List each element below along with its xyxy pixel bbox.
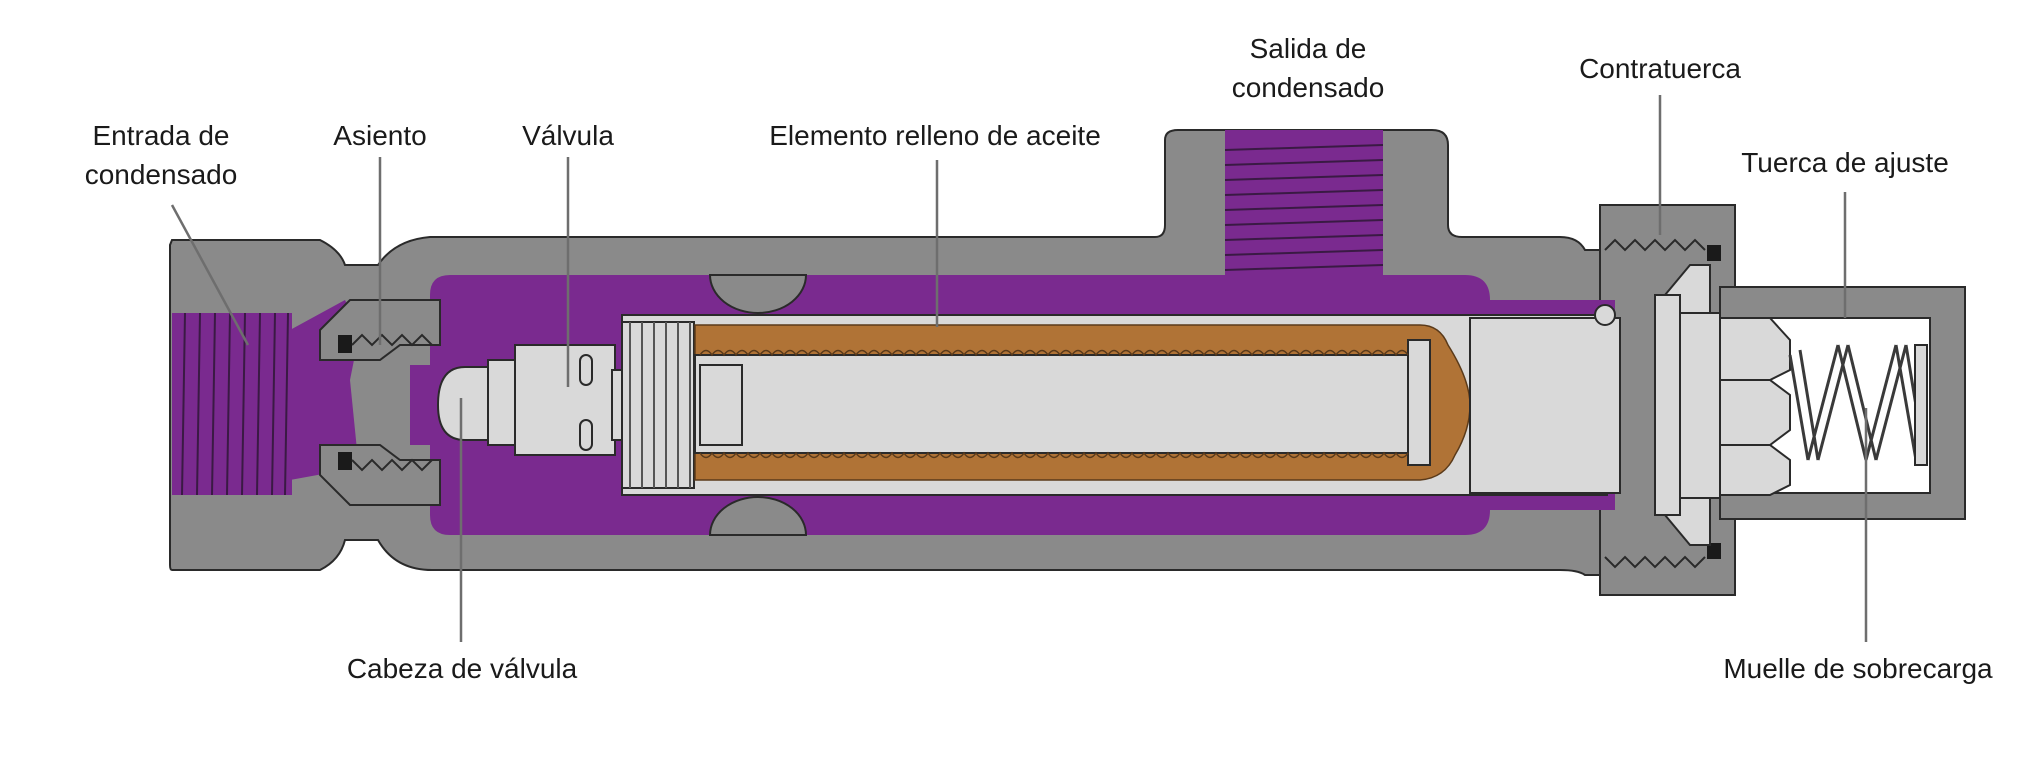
valve-assembly bbox=[436, 344, 625, 456]
leader-entrada bbox=[170, 204, 250, 346]
label-entrada-line1: Entrada de bbox=[93, 120, 230, 151]
adjusting-nut-detail bbox=[1719, 317, 1931, 496]
label-tuerca: Tuerca de ajuste bbox=[1741, 147, 1949, 178]
label-asiento: Asiento bbox=[333, 120, 426, 151]
label-cabeza: Cabeza de válvula bbox=[347, 653, 578, 684]
chamber-boss-top bbox=[708, 274, 808, 314]
valve-body bbox=[514, 344, 616, 456]
inlet-threads bbox=[181, 312, 289, 496]
bellows-bottom bbox=[699, 451, 1409, 459]
overload-spring bbox=[1788, 344, 1927, 461]
label-elemento: Elemento relleno de aceite bbox=[769, 120, 1101, 151]
piston-rod bbox=[694, 354, 1411, 454]
label-salida-line2: condensado bbox=[1232, 72, 1385, 103]
chamber-boss-bottom bbox=[708, 496, 808, 536]
leader-lines bbox=[170, 95, 1868, 642]
adjuster-rod bbox=[1469, 317, 1621, 494]
valve-stem bbox=[487, 359, 519, 446]
label-contratuerca: Contratuerca bbox=[1579, 53, 1741, 84]
label-muelle: Muelle de sobrecarga bbox=[1723, 653, 1993, 684]
seat bbox=[319, 299, 441, 506]
valve-head bbox=[436, 366, 491, 441]
bellows-top bbox=[699, 349, 1409, 357]
label-valvula: Válvula bbox=[522, 120, 614, 151]
label-entrada-line2: condensado bbox=[85, 159, 238, 190]
oil-filled-element bbox=[621, 314, 1608, 496]
outlet-threads bbox=[1224, 144, 1384, 271]
labels: Entrada de condensado Asiento Válvula El… bbox=[85, 33, 1993, 684]
label-salida-line1: Salida de bbox=[1250, 33, 1367, 64]
outlet-bore bbox=[1225, 130, 1383, 278]
